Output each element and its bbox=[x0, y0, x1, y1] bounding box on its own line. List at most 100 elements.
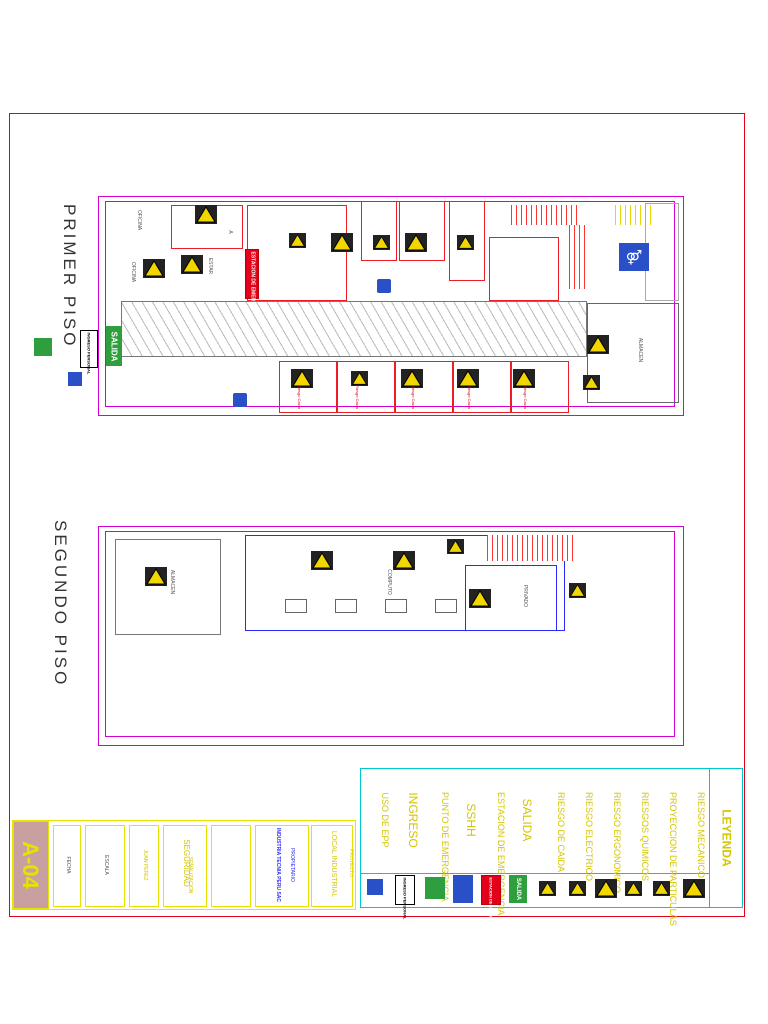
booth-3 bbox=[395, 361, 453, 413]
legend-particles-icon bbox=[653, 881, 670, 896]
first-floor-title: PRIMER PISO bbox=[60, 204, 79, 349]
room-label-a: A bbox=[227, 230, 233, 234]
bathroom-room bbox=[645, 203, 679, 301]
caution-sign-icon bbox=[457, 235, 474, 250]
legend-emergency-badge: ESTACION DE EMERGENCIA bbox=[481, 875, 501, 932]
caution-sign-icon bbox=[145, 567, 167, 586]
emergency-point-icon bbox=[34, 338, 52, 356]
caution-sign-icon bbox=[583, 375, 600, 390]
machine-bay-2 bbox=[399, 201, 445, 261]
legend-item-label: ESTACION DE EMERGENCIA bbox=[496, 792, 506, 916]
legend-ppe-icon bbox=[367, 879, 383, 895]
computo-area bbox=[245, 535, 565, 631]
booth-4 bbox=[453, 361, 511, 413]
legend-restroom-icon bbox=[453, 875, 473, 903]
second-floor-almacen bbox=[115, 539, 221, 635]
caution-sign-icon bbox=[181, 255, 203, 274]
legend-item-label: SSHH bbox=[464, 803, 478, 837]
room-label-oficina: OFICINA bbox=[136, 209, 142, 231]
room-label-almacen: ALMACEN bbox=[637, 337, 643, 363]
date-cell bbox=[53, 825, 81, 907]
designer-name: JUAN PEREZ bbox=[142, 849, 148, 881]
room-label-computo: COMPUTO bbox=[386, 569, 392, 595]
scale-label: ESCALA bbox=[103, 855, 109, 875]
owner-label: PROPIETARIO bbox=[289, 848, 295, 882]
second-floor-inner-wall bbox=[105, 531, 675, 737]
machine-bay-4 bbox=[489, 237, 559, 301]
machine-bay-1 bbox=[361, 201, 397, 261]
caution-sign-icon bbox=[373, 235, 390, 250]
legend-fall-icon bbox=[539, 881, 556, 896]
legend-title-cell: LEYENDA bbox=[709, 769, 743, 907]
privado-room bbox=[465, 565, 557, 631]
caution-sign-icon bbox=[587, 335, 609, 354]
legend-chemical-icon bbox=[625, 881, 642, 896]
booth-1 bbox=[279, 361, 337, 413]
project-label: PROYECTO bbox=[348, 849, 354, 877]
legend-item-label: PROYECCION DE PARTICULAS bbox=[668, 792, 678, 926]
risk-note: Riesgo Caida bbox=[467, 384, 472, 409]
plan-type: SEÑALIZACION bbox=[187, 856, 193, 894]
caution-sign-icon bbox=[405, 233, 427, 252]
risk-note: Riesgo Caida bbox=[411, 384, 416, 409]
ppe-sign-icon bbox=[377, 279, 391, 293]
risk-note: Riesgo Caida bbox=[297, 384, 302, 409]
caution-sign-icon bbox=[447, 539, 464, 554]
blank-cell bbox=[211, 825, 251, 907]
legend-mechanical-risk-icon bbox=[683, 879, 705, 898]
legend-divider bbox=[361, 873, 709, 874]
legend-item-label: SALIDA bbox=[520, 798, 534, 842]
ppe-sign-icon bbox=[233, 393, 247, 407]
stairs-red bbox=[511, 205, 579, 225]
date-label: FECHA bbox=[65, 856, 71, 874]
legend-item-label: USO DE EPP bbox=[380, 792, 390, 848]
caution-sign-icon bbox=[469, 589, 491, 608]
legend-electric-icon bbox=[569, 881, 586, 896]
legend-exit-badge: SALIDA bbox=[509, 875, 527, 903]
second-floor-outline: ALMACEN COMPUTO PRIVADO bbox=[98, 526, 684, 746]
sheet-border bbox=[9, 113, 745, 917]
legend-emergency-point-icon bbox=[425, 877, 445, 899]
plan-cell bbox=[163, 825, 207, 907]
room-label-estar: ESTAR bbox=[207, 257, 213, 275]
desk bbox=[435, 599, 457, 613]
room-label-oficina-2: OFICINA bbox=[130, 261, 136, 283]
legend-item-label: RIESGO DE CAIDA bbox=[556, 792, 566, 873]
exit-sign: SALIDA bbox=[106, 326, 122, 366]
entry-sign: INGRESO PERSONAL bbox=[80, 330, 98, 374]
ramp-corridor bbox=[121, 301, 587, 357]
caution-sign-icon bbox=[291, 369, 313, 388]
caution-sign-icon bbox=[195, 205, 217, 224]
ppe-sign-icon bbox=[68, 372, 82, 386]
stairs-red-vertical bbox=[569, 225, 585, 289]
booth-5 bbox=[511, 361, 569, 413]
caution-sign-icon bbox=[351, 371, 368, 386]
legend-item-label: RIESGO ELECTRICO bbox=[584, 792, 594, 882]
caution-sign-icon bbox=[513, 369, 535, 388]
caution-sign-icon bbox=[569, 583, 586, 598]
designer-cell bbox=[129, 825, 159, 907]
caution-sign-icon bbox=[143, 259, 165, 278]
production-area bbox=[247, 205, 347, 301]
caution-sign-icon bbox=[289, 233, 306, 248]
owner-name: INDUSTRIA TECNIA PERU SAC bbox=[275, 827, 281, 903]
scale-cell bbox=[85, 825, 125, 907]
machine-bay-3 bbox=[449, 201, 485, 281]
legend-item-label: PUNTO DE EMERGENCIA bbox=[440, 792, 450, 902]
emergency-station-sign: ESTACION DE EMERGENCIA bbox=[245, 249, 259, 320]
room-label-privado: PRIVADO bbox=[522, 584, 528, 608]
risk-note: Riesgo Caida bbox=[523, 384, 528, 409]
sheet-code: A-04 bbox=[18, 841, 43, 889]
sheet-code-cell bbox=[13, 821, 49, 909]
caution-sign-icon bbox=[393, 551, 415, 570]
owner-cell bbox=[255, 825, 309, 907]
legend-item-label: RIESGOS QUIMICOS bbox=[640, 792, 650, 882]
second-floor-title: SEGUNDO PISO bbox=[51, 520, 70, 688]
stairs-red bbox=[487, 535, 577, 561]
legend-ergonomic-icon bbox=[595, 879, 617, 898]
legend-entry-badge: INGRESO PERSONAL bbox=[395, 875, 415, 919]
booth-2 bbox=[337, 361, 395, 413]
legend-title: LEYENDA bbox=[719, 809, 734, 867]
first-floor-outline: OFICINA OFICINA ESTAR A ESTACION DE EMER… bbox=[98, 196, 684, 416]
project-name: LOCAL INDUSTRIAL bbox=[330, 830, 337, 898]
